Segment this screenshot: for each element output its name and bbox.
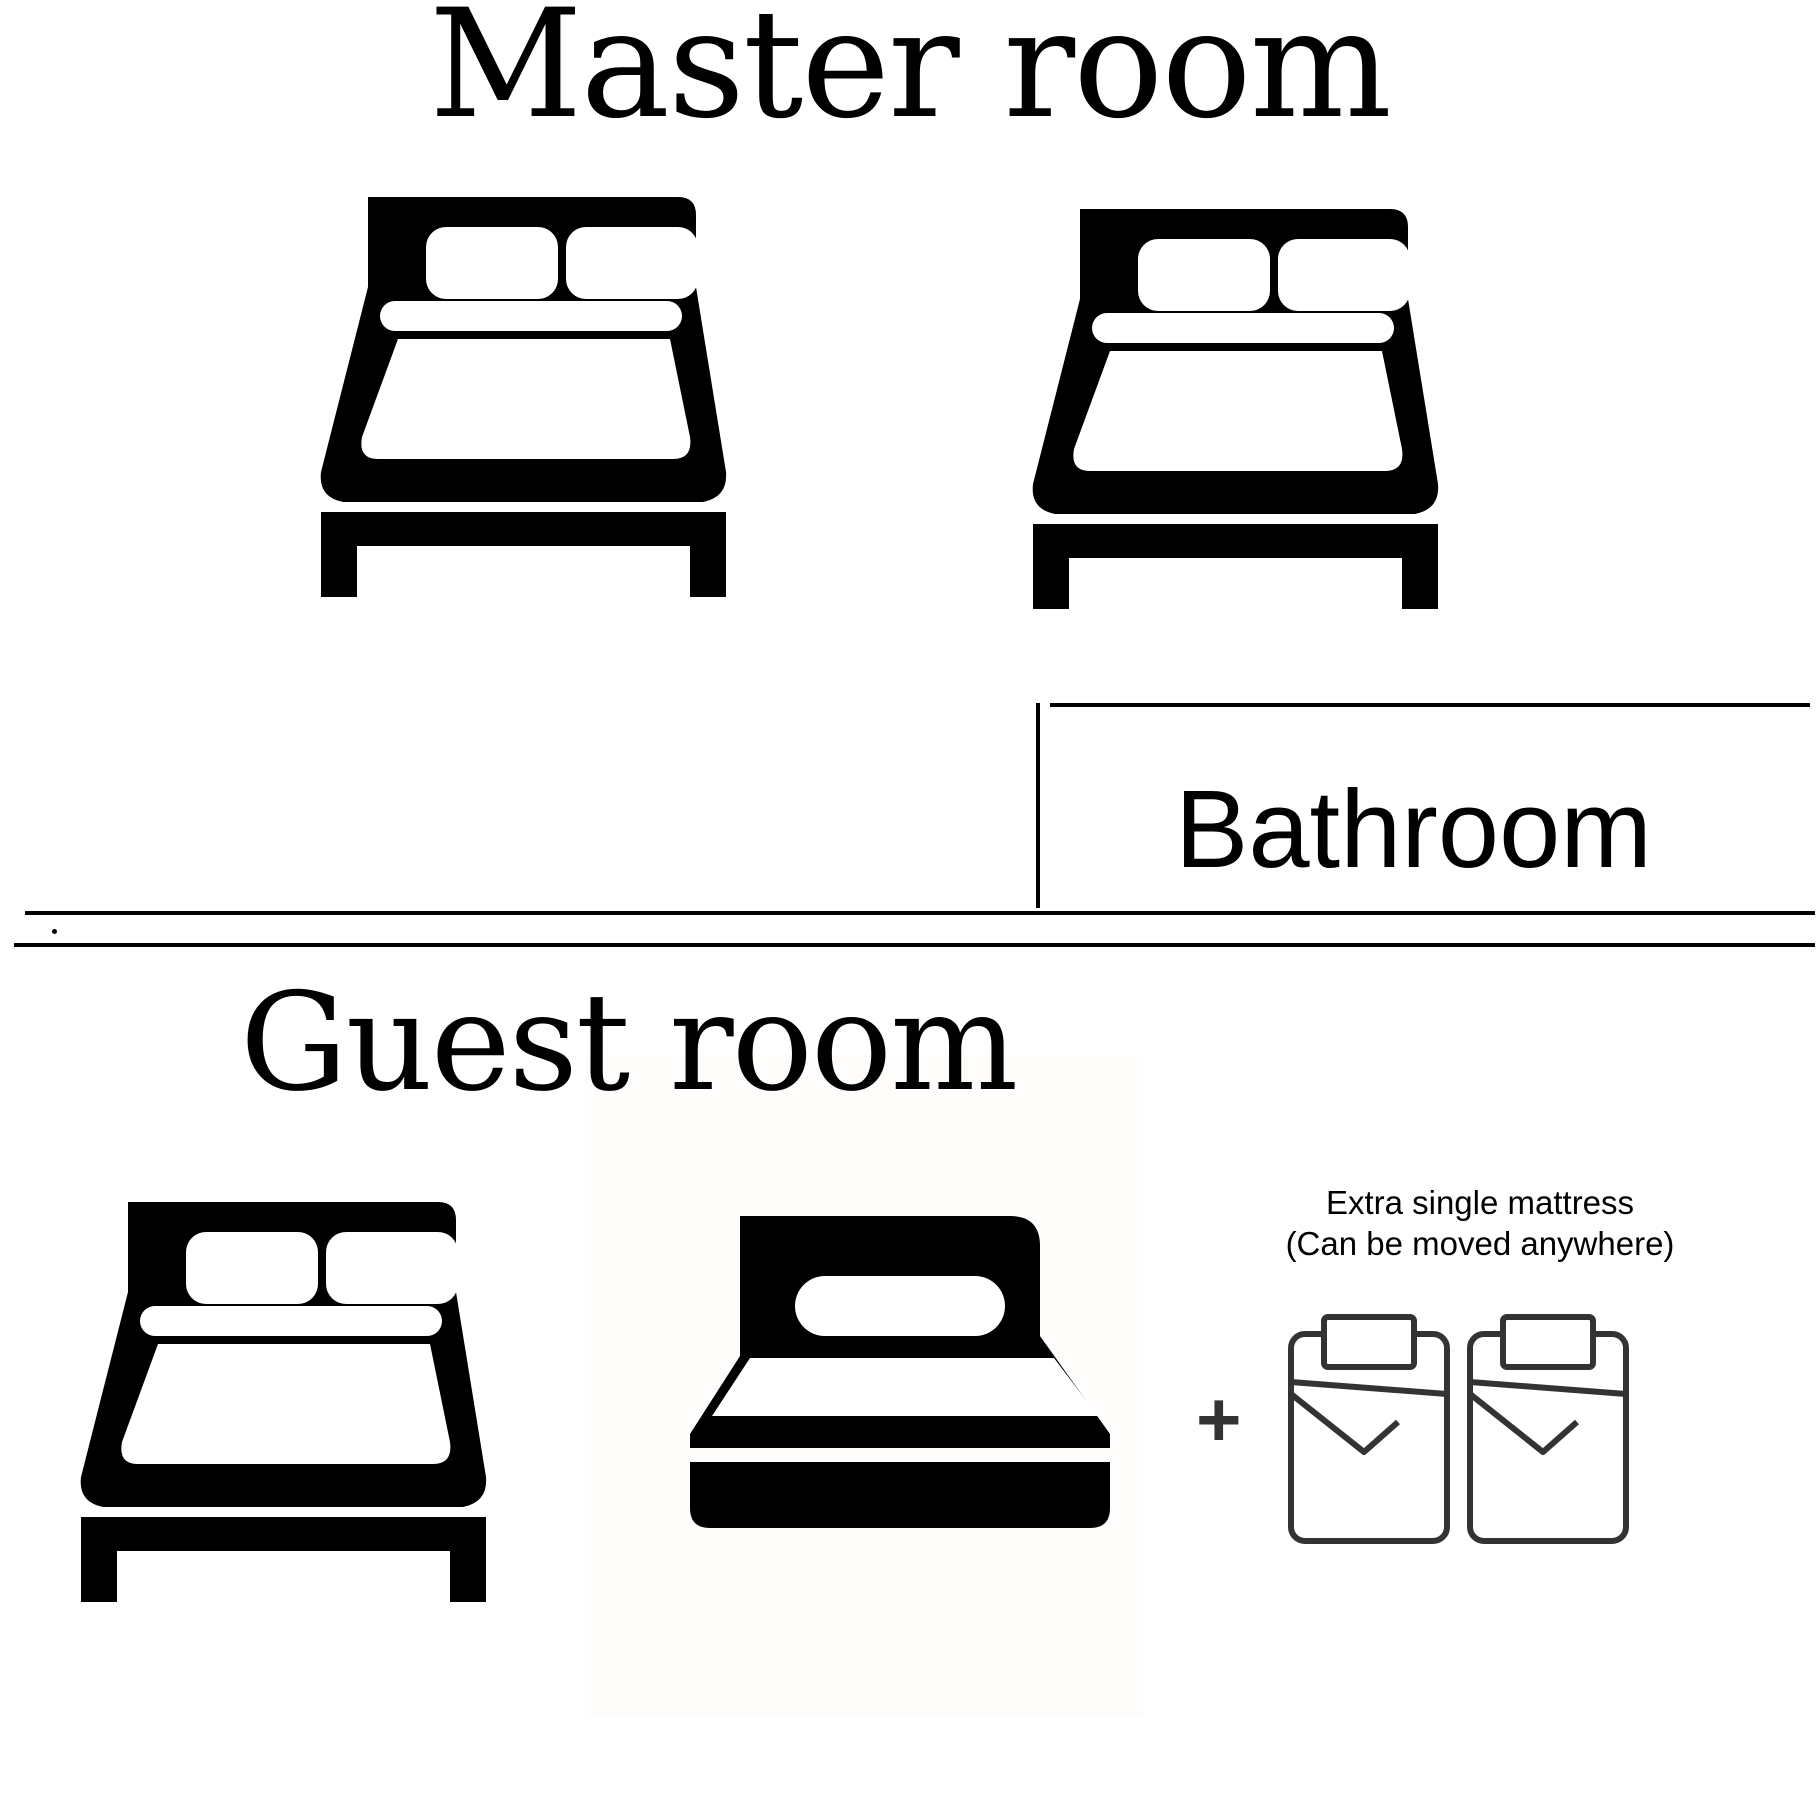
bathroom-label: Bathroom [1175, 768, 1652, 891]
single-bed-outline-left-icon [1288, 1314, 1450, 1544]
master-room-title: Master room [429, 0, 1392, 152]
dot-mark [52, 929, 57, 934]
bathroom-top-wall [1050, 703, 1810, 707]
guest-mattress-icon [690, 1216, 1110, 1528]
guest-bed-icon [80, 1202, 487, 1602]
room-divider-lower [14, 943, 1815, 947]
caption-line-2: (Can be moved anywhere) [1285, 1225, 1675, 1263]
caption-line-1: Extra single mattress [1325, 1184, 1635, 1221]
room-divider-upper [25, 911, 1815, 915]
extra-mattress-caption: Extra single mattress (Can be moved anyw… [1220, 1182, 1740, 1265]
guest-room-title: Guest room [240, 964, 1018, 1121]
master-bed-right-icon [1032, 209, 1439, 609]
bathroom-side-wall [1036, 703, 1040, 908]
master-bed-left-icon [320, 197, 727, 597]
plus-sign: + [1196, 1375, 1242, 1463]
single-bed-outline-right-icon [1467, 1314, 1629, 1544]
